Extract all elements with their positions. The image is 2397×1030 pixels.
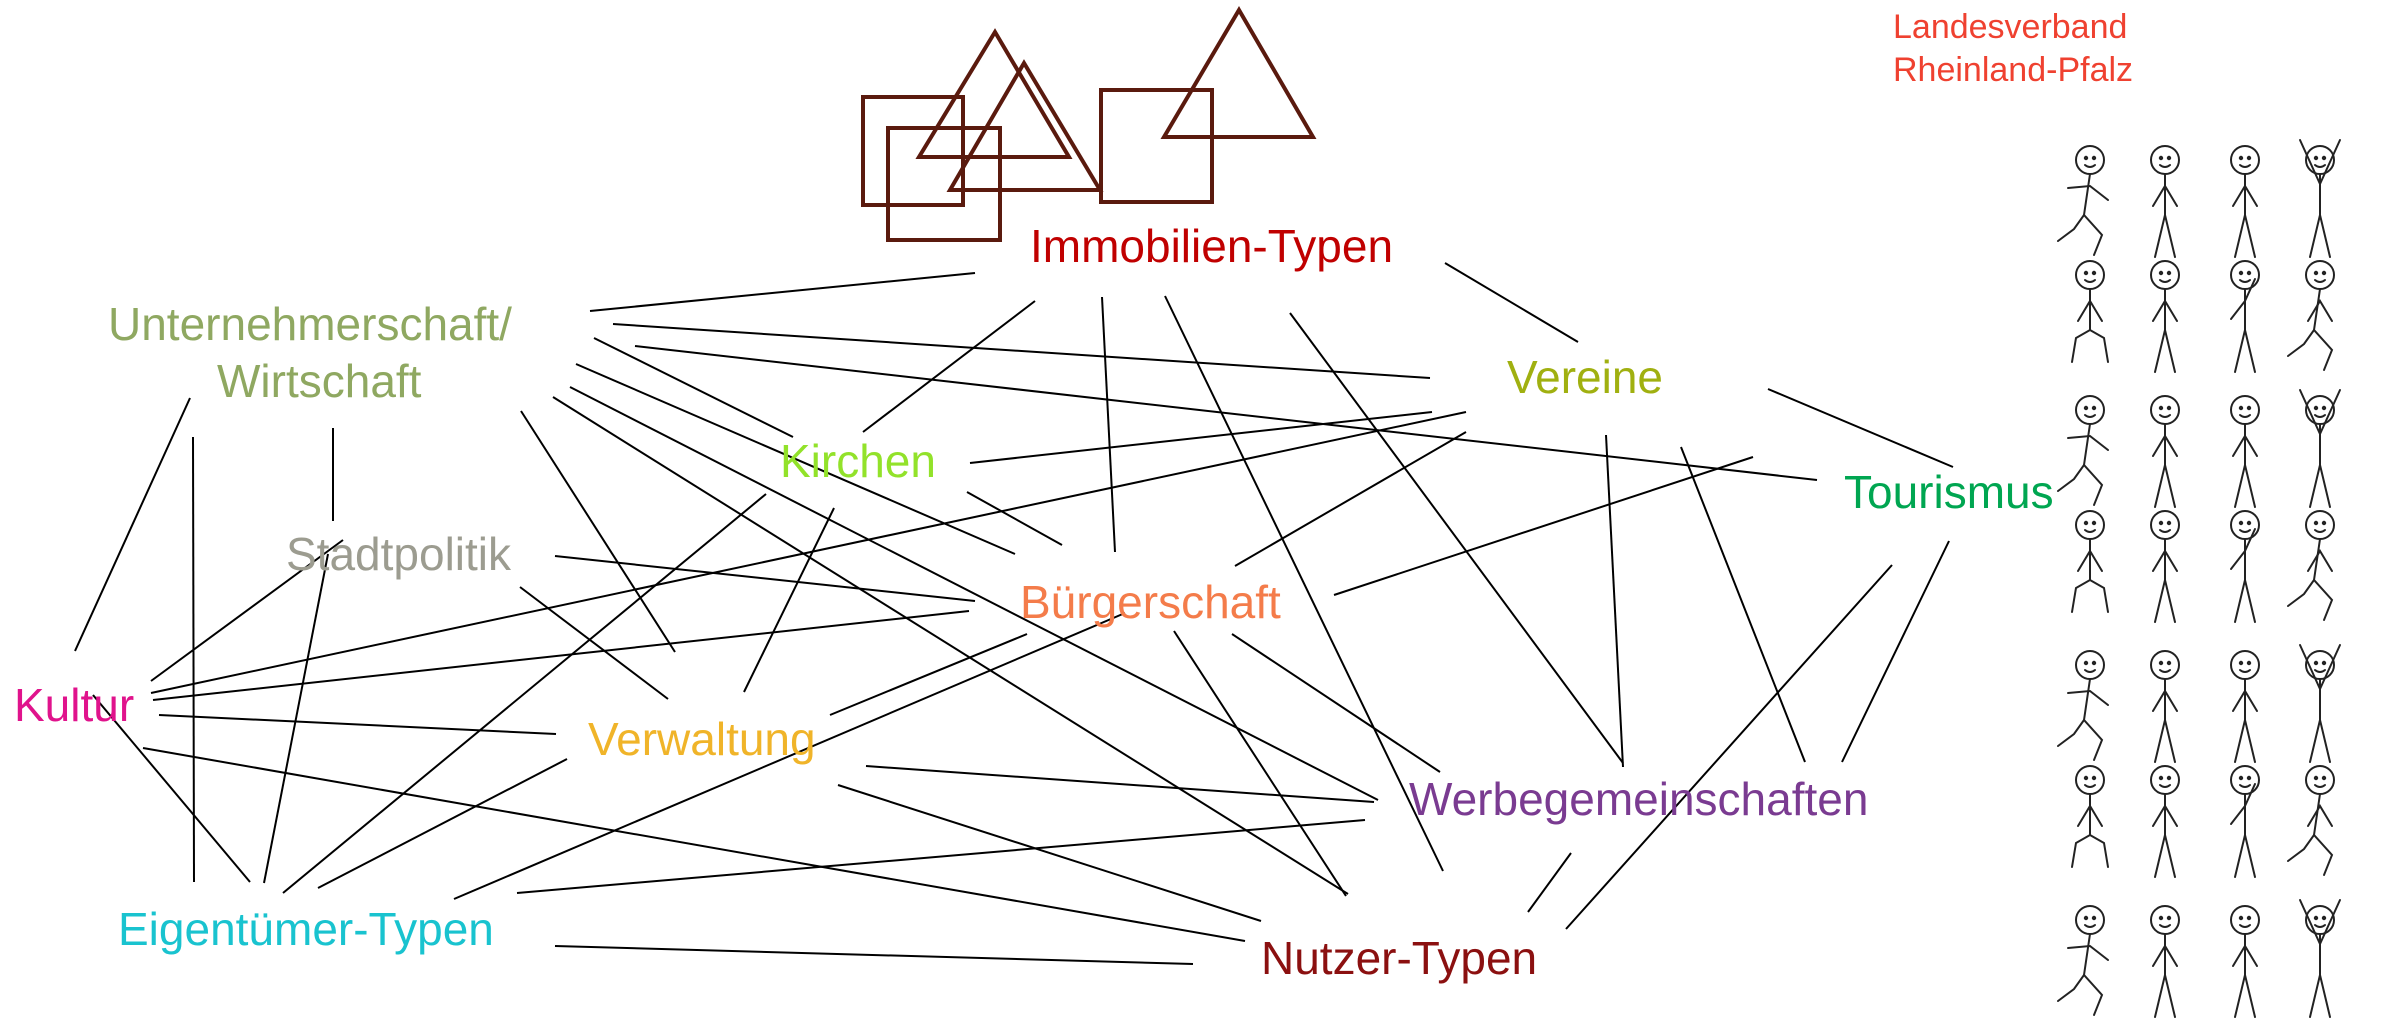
stick-figure xyxy=(2230,395,2260,508)
node-buergerschaft: Bürgerschaft xyxy=(1020,576,1281,628)
stick-figure xyxy=(2230,905,2260,1018)
stick-figure xyxy=(2287,510,2335,621)
connection-line xyxy=(612,323,1431,379)
stick-figure xyxy=(2071,765,2109,868)
stick-figure xyxy=(2299,899,2341,1018)
node-eigentuemer-typen: Eigentümer-Typen xyxy=(118,903,494,955)
stick-figure xyxy=(2299,139,2341,258)
connection-line xyxy=(569,386,1379,801)
connection-line xyxy=(1234,431,1467,567)
node-stadtpolitik: Stadtpolitik xyxy=(286,528,512,580)
connection-line xyxy=(1565,564,1893,930)
organization-line-2: Rheinland-Pfalz xyxy=(1893,50,2134,89)
stick-figure xyxy=(2057,905,2109,1016)
stick-figure xyxy=(2057,145,2109,256)
stick-figure xyxy=(2071,510,2109,613)
connection-line xyxy=(554,945,1194,965)
stick-figure xyxy=(2287,260,2335,371)
connection-line xyxy=(837,784,1262,922)
connection-line xyxy=(152,610,970,701)
stick-figure xyxy=(2071,260,2109,363)
connection-line xyxy=(1605,434,1624,768)
connection-line xyxy=(1841,540,1950,763)
node-kultur: Kultur xyxy=(14,679,135,731)
node-werbegemeinschaften: Werbegemeinschaften xyxy=(1409,773,1869,825)
stick-figure xyxy=(2230,260,2260,373)
stick-figure xyxy=(2287,765,2335,876)
connection-line xyxy=(554,555,976,602)
connection-line xyxy=(192,436,195,883)
connection-line xyxy=(263,553,329,884)
connection-line xyxy=(743,507,835,693)
stick-figure xyxy=(2150,905,2180,1018)
organization-line-1: Landesverband xyxy=(1893,8,2128,46)
connection-line xyxy=(1231,633,1441,773)
stick-figure xyxy=(2057,395,2109,506)
connection-line xyxy=(593,337,794,438)
organization-name: Landesverband Rheinland-Pfalz xyxy=(1893,6,2133,91)
stick-figure xyxy=(2150,145,2180,258)
connection-line xyxy=(589,272,976,312)
connection-line xyxy=(634,345,1818,481)
connection-line xyxy=(862,300,1036,433)
connection-line xyxy=(150,539,344,682)
stick-figure xyxy=(2230,650,2260,763)
node-kirchen: Kirchen xyxy=(780,435,936,487)
stick-figure xyxy=(2150,765,2180,878)
node-immobilien-typen: Immobilien-Typen xyxy=(1030,220,1394,272)
connection-line xyxy=(282,493,767,894)
stick-figures-illustration xyxy=(2057,139,2341,1018)
node-verwaltung: Verwaltung xyxy=(588,713,816,765)
connection-line xyxy=(1101,296,1116,553)
stick-figure xyxy=(2057,650,2109,761)
stick-figure xyxy=(2230,145,2260,258)
connection-line xyxy=(1680,446,1806,763)
connection-line xyxy=(1173,630,1347,897)
stick-figure xyxy=(2150,260,2180,373)
node-unternehmerschaft-line1: Unternehmerschaft/ xyxy=(108,298,512,350)
connection-line xyxy=(516,819,1366,894)
stick-figure xyxy=(2150,395,2180,508)
house-shapes-logo xyxy=(861,6,1317,242)
connection-line xyxy=(453,612,1126,900)
connection-line xyxy=(520,410,676,653)
stick-figure xyxy=(2299,644,2341,763)
connection-line xyxy=(317,758,568,889)
connection-line xyxy=(575,363,1016,555)
connection-line xyxy=(966,491,1063,546)
connection-line xyxy=(865,765,1375,803)
connection-line xyxy=(1444,262,1579,343)
stick-figure xyxy=(2150,650,2180,763)
stick-figure xyxy=(2299,389,2341,508)
node-unternehmerschaft-line2: Wirtschaft xyxy=(217,355,422,407)
connection-line xyxy=(1333,456,1754,596)
node-tourismus: Tourismus xyxy=(1844,466,2054,518)
connection-line xyxy=(150,411,1467,694)
stick-figure xyxy=(2230,765,2260,878)
connection-line xyxy=(1164,295,1444,872)
connection-line xyxy=(552,396,1349,895)
stick-figure xyxy=(2150,510,2180,623)
connection-line xyxy=(158,714,557,735)
connection-line xyxy=(829,633,1028,716)
connection-line xyxy=(74,397,191,652)
connection-line xyxy=(92,694,251,883)
connection-line xyxy=(519,586,669,700)
node-nutzer-typen: Nutzer-Typen xyxy=(1261,932,1538,984)
connection-line xyxy=(142,747,1246,942)
connection-line xyxy=(1527,852,1572,913)
stick-figure xyxy=(2230,510,2260,623)
connection-line xyxy=(1289,312,1624,764)
connection-lines xyxy=(74,262,1954,965)
connection-line xyxy=(969,411,1433,464)
connection-line xyxy=(1767,388,1954,468)
node-vereine: Vereine xyxy=(1507,351,1664,403)
